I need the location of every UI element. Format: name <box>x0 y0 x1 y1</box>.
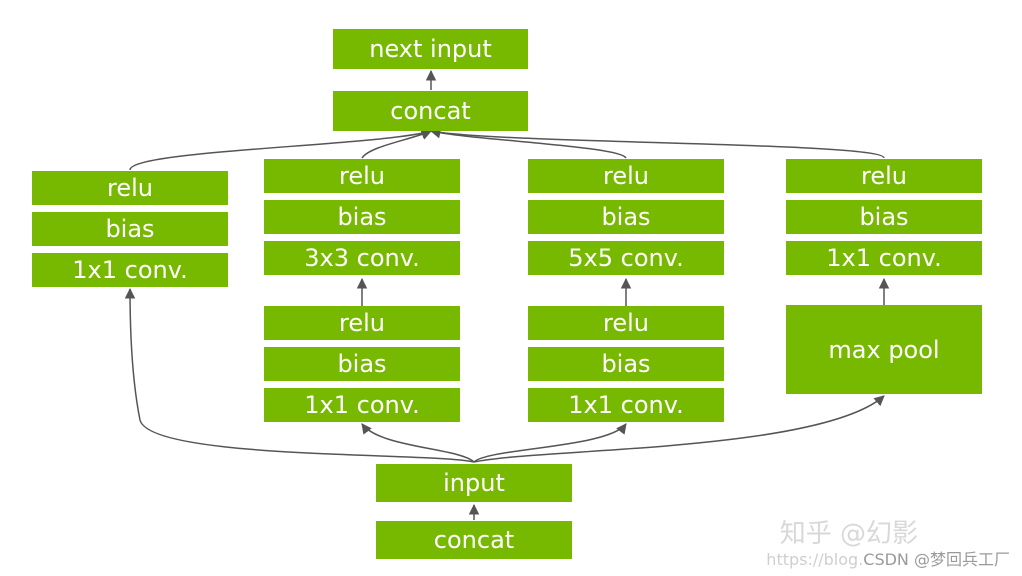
branch3-top-bias-node: bias <box>528 200 724 234</box>
edge-branch4-to-concat <box>429 127 885 159</box>
branch4-relu-node: relu <box>786 159 982 193</box>
branch4-conv-node: 1x1 conv. <box>786 241 982 275</box>
branch1-bias-node: bias <box>32 212 228 246</box>
branch2-bottom-relu-node: relu <box>264 306 460 340</box>
zhihu-watermark: 知乎 @幻影 <box>779 519 918 549</box>
top-concat-node: concat <box>333 91 528 131</box>
edge-input-to-branch4 <box>473 395 885 463</box>
csdn-watermark: https://blog.CSDN @梦回兵工厂 <box>766 546 1010 570</box>
edge-input-to-branch2 <box>361 423 475 463</box>
branch3-top-relu-node: relu <box>528 159 724 193</box>
edge-input-to-branch1 <box>124 287 475 463</box>
branch3-bottom-conv-node: 1x1 conv. <box>528 388 724 422</box>
next-input-node: next input <box>333 29 528 69</box>
url-fragment: https://blog. <box>766 550 864 569</box>
branch2-bottom-conv-node: 1x1 conv. <box>264 388 460 422</box>
branch1-conv-node: 1x1 conv. <box>32 253 228 287</box>
branch1-relu-node: relu <box>32 171 228 205</box>
csdn-text: CSDN @梦回兵工厂 <box>863 550 1010 569</box>
branch3-bottom-relu-node: relu <box>528 306 724 340</box>
edge-branch2-to-concat <box>361 129 432 159</box>
branch2-top-bias-node: bias <box>264 200 460 234</box>
branch2-bottom-bias-node: bias <box>264 347 460 381</box>
branch3-bottom-bias-node: bias <box>528 347 724 381</box>
branch3-top-conv-node: 5x5 conv. <box>528 241 724 275</box>
bottom-concat-node: concat <box>376 521 572 559</box>
branch4-max-pool-node: max pool <box>786 305 982 394</box>
branch4-bias-node: bias <box>786 200 982 234</box>
branch2-top-conv-node: 3x3 conv. <box>264 241 460 275</box>
edge-branch1-to-concat <box>129 128 433 171</box>
branch2-top-relu-node: relu <box>264 159 460 193</box>
input-node: input <box>376 464 572 502</box>
edge-input-to-branch3 <box>473 423 627 463</box>
